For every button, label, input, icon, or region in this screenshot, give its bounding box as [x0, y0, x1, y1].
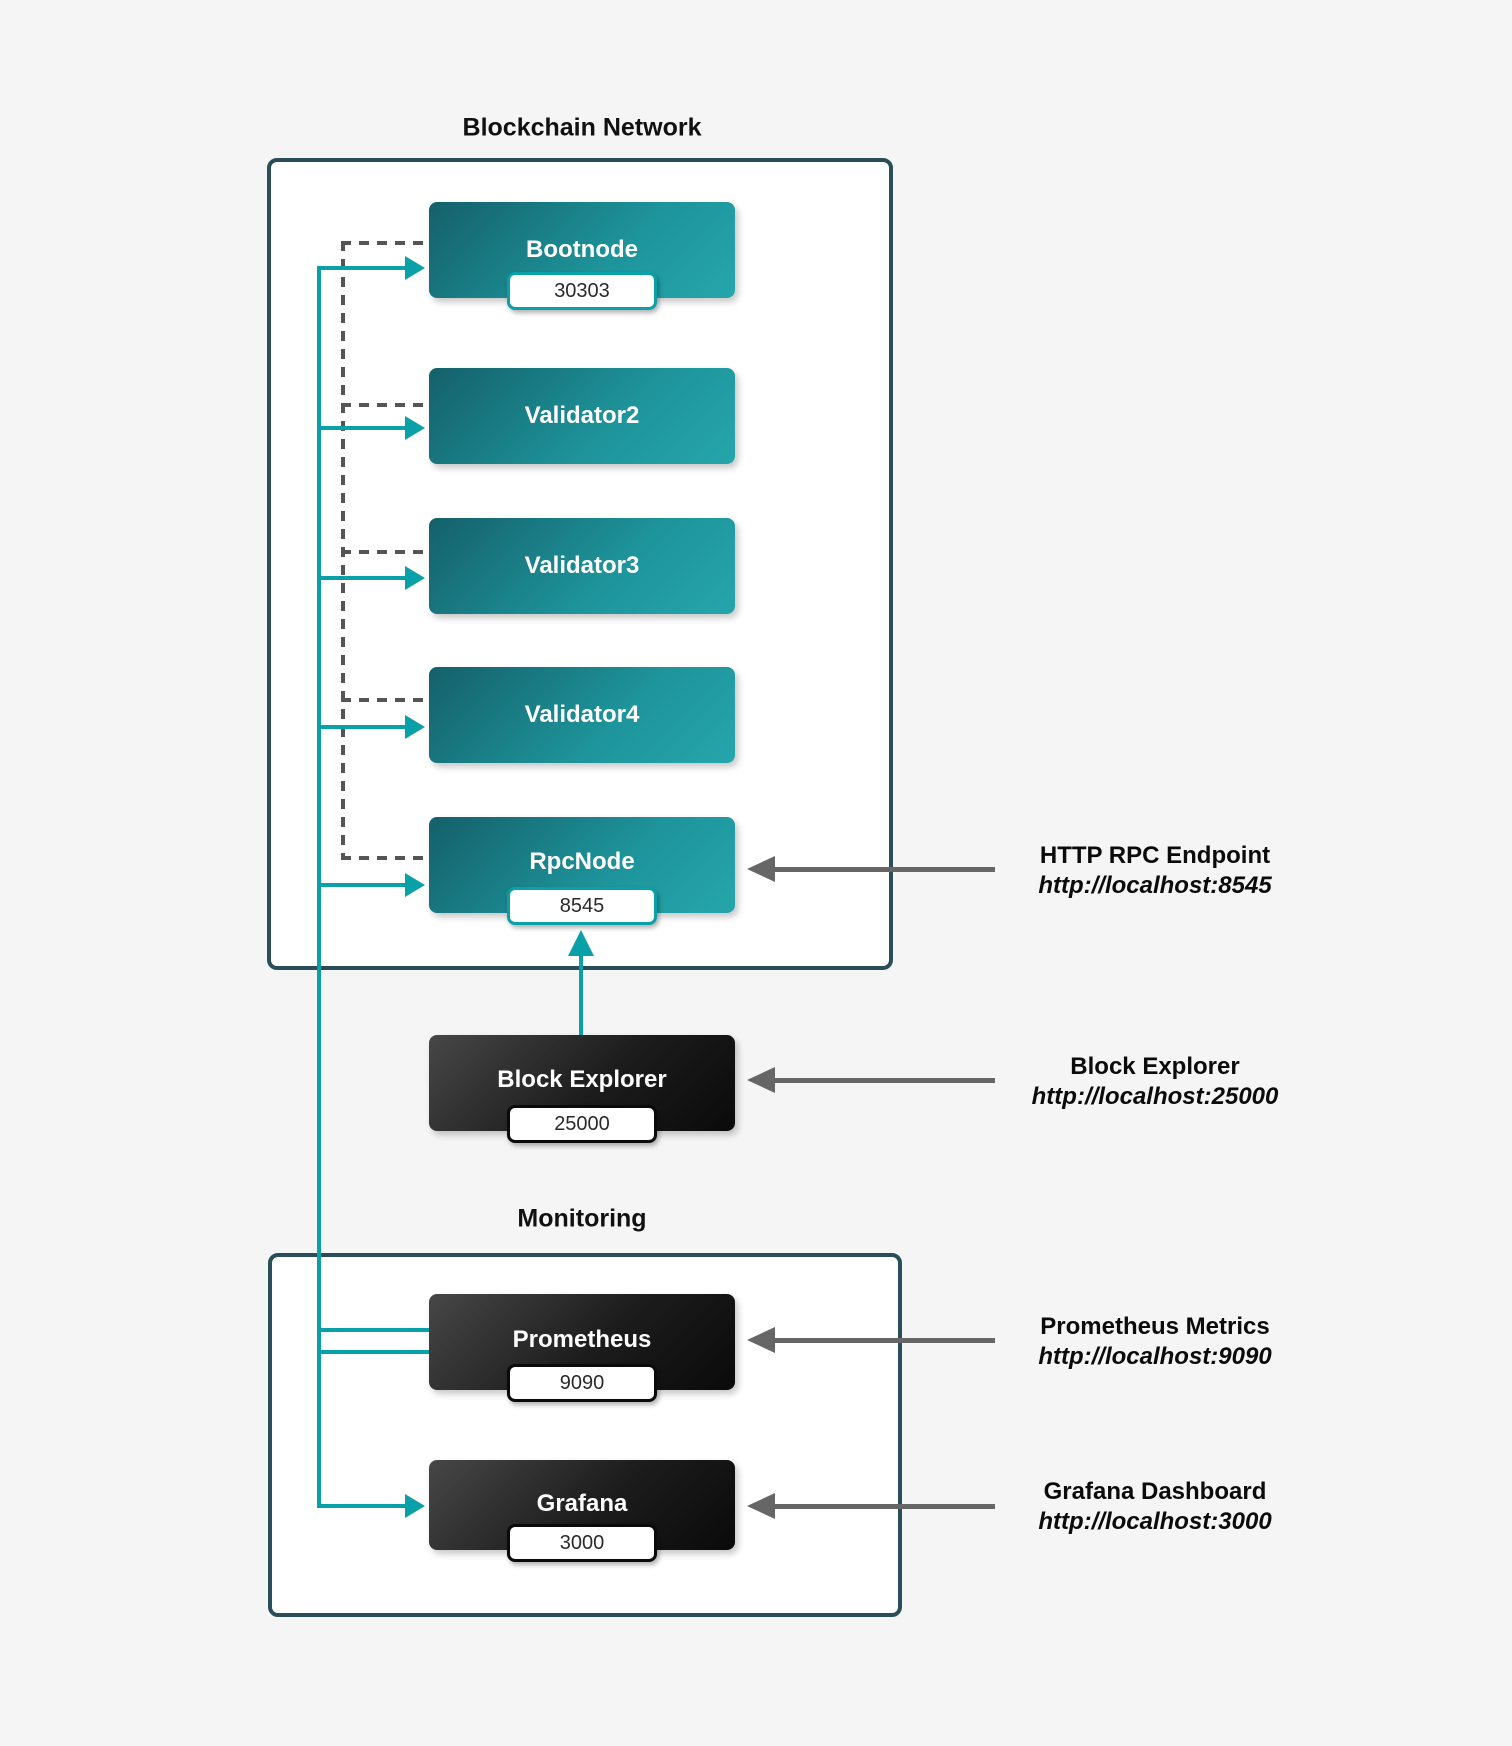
dashed-branch-rpcnode: [341, 856, 429, 860]
port-badge-prometheus: 9090: [507, 1364, 657, 1402]
dashed-branch-validator4: [341, 698, 429, 702]
dashed-branch-validator2: [341, 403, 429, 407]
blockchain-network-title: Blockchain Network: [462, 113, 702, 142]
annotation-block-explorer-title: Block Explorer: [1070, 1053, 1240, 1080]
annotation-rpc-endpoint-title: HTTP RPC Endpoint: [1039, 842, 1271, 869]
node-rpcnode-label: RpcNode: [529, 848, 635, 875]
node-validator2-label: Validator2: [524, 402, 640, 429]
port-badge-block-explorer: 25000: [507, 1105, 657, 1143]
teal-branch-validator4: [317, 725, 405, 729]
dashed-branch-bootnode: [341, 241, 429, 245]
node-validator3: [429, 518, 735, 614]
node-grafana-label: Grafana: [536, 1490, 628, 1517]
arrowhead-into-validator3-icon: [405, 566, 425, 590]
teal-main-line-vertical: [317, 266, 321, 1508]
teal-branch-rpcnode: [317, 883, 405, 887]
annotation-block-explorer-url: http://localhost:25000: [1031, 1083, 1279, 1110]
annotation-grafana-dashboard: Grafana Dashboard http://localhost:3000: [990, 1477, 1320, 1537]
arrowhead-into-validator2-icon: [405, 416, 425, 440]
gray-arrowhead-rpc-endpoint-icon: [747, 856, 775, 882]
gray-arrow-prometheus-line: [775, 1338, 995, 1343]
teal-branch-bootnode: [317, 266, 405, 270]
teal-branch-prometheus: [317, 1328, 429, 1332]
teal-branch-validator3: [317, 576, 405, 580]
annotation-prometheus-metrics-title: Prometheus Metrics: [1040, 1313, 1270, 1340]
teal-branch-grafana: [317, 1504, 405, 1508]
teal-line-explorer-to-rpcnode: [579, 954, 583, 1035]
arrowhead-into-validator4-icon: [405, 715, 425, 739]
node-block-explorer-label: Block Explorer: [497, 1066, 667, 1093]
gray-arrow-grafana-line: [775, 1504, 995, 1509]
annotation-grafana-dashboard-url: http://localhost:3000: [1038, 1508, 1272, 1535]
annotation-grafana-dashboard-title: Grafana Dashboard: [1043, 1478, 1267, 1505]
annotation-rpc-endpoint-url: http://localhost:8545: [1038, 872, 1272, 899]
gray-arrowhead-block-explorer-icon: [747, 1067, 775, 1093]
gray-arrow-block-explorer-line: [775, 1078, 995, 1083]
port-badge-grafana: 3000: [507, 1524, 657, 1562]
arrowhead-into-bootnode-icon: [405, 256, 425, 280]
gray-arrow-rpc-endpoint-line: [775, 867, 995, 872]
teal-stub-prometheus-to-grafana: [317, 1350, 429, 1354]
annotation-rpc-endpoint: HTTP RPC Endpoint http://localhost:8545: [990, 841, 1320, 901]
annotation-block-explorer: Block Explorer http://localhost:25000: [990, 1052, 1320, 1112]
node-bootnode-label: Bootnode: [526, 236, 638, 263]
annotation-prometheus-metrics: Prometheus Metrics http://localhost:9090: [990, 1312, 1320, 1372]
node-validator2: [429, 368, 735, 464]
node-validator4-label: Validator4: [524, 701, 640, 728]
gray-arrowhead-grafana-icon: [747, 1493, 775, 1519]
dashed-branch-validator3: [341, 550, 429, 554]
arrowhead-into-rpcnode-port-icon: [568, 930, 594, 956]
monitoring-title: Monitoring: [517, 1204, 647, 1233]
arrowhead-into-rpcnode-icon: [405, 873, 425, 897]
port-badge-bootnode: 30303: [507, 272, 657, 310]
arrowhead-into-grafana-icon: [405, 1494, 425, 1518]
node-validator3-label: Validator3: [524, 552, 640, 579]
node-validator4: [429, 667, 735, 763]
annotation-prometheus-metrics-url: http://localhost:9090: [1038, 1343, 1272, 1370]
port-badge-rpcnode: 8545: [507, 887, 657, 925]
node-prometheus-label: Prometheus: [512, 1326, 652, 1353]
teal-branch-validator2: [317, 426, 405, 430]
clipped-hidden-validator1-label: Validator1: [527, 494, 637, 521]
gray-arrowhead-prometheus-icon: [747, 1327, 775, 1353]
